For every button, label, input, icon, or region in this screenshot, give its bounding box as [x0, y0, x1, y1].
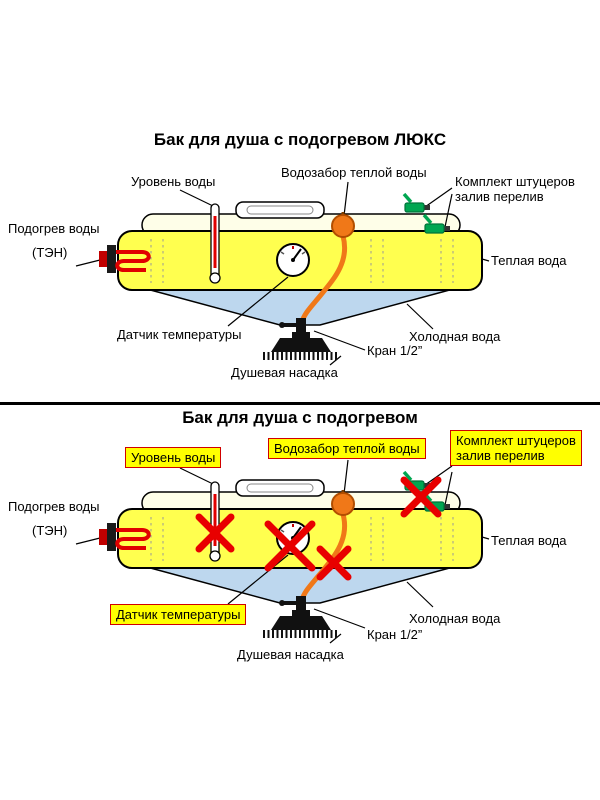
label-warm-water-intake-highlighted: Водозабор теплой воды [268, 438, 426, 459]
label-tap: Кран 1/2” [367, 343, 423, 358]
label-water-heating: Подогрев воды [8, 499, 100, 514]
label-fittings-kit: Комплект штуцеров залив перелив [455, 174, 575, 204]
label-cold-water: Холодная вода [409, 611, 501, 626]
label-shower-head: Душевая насадка [237, 647, 344, 662]
panel-title: Бак для душа с подогревом ЛЮКС [153, 130, 447, 149]
label-cold-water: Холодная вода [409, 329, 501, 344]
label-temperature-sensor: Датчик температуры [117, 327, 242, 342]
diagram-panel-basic: Бак для душа с подогревом Уровень воды В… [0, 406, 600, 698]
label-fittings-line2: залив перелив [455, 189, 544, 204]
panel-title: Бак для душа с подогревом [182, 408, 418, 427]
label-water-level: Уровень воды [131, 174, 216, 189]
label-tap: Кран 1/2” [367, 627, 423, 642]
label-fittings-line1: Комплект штуцеров [456, 433, 576, 448]
label-water-heating: Подогрев воды [8, 221, 100, 236]
label-fittings-line1: Комплект штуцеров [455, 174, 575, 189]
label-heating-element: (ТЭН) [32, 523, 68, 538]
diagram-panel-lux: Бак для душа с подогревом ЛЮКС Уровень в… [0, 128, 600, 402]
label-warm-water-intake: Водозабор теплой воды [281, 165, 427, 180]
missing-feature-crosses [195, 476, 442, 581]
label-warm-water: Теплая вода [491, 253, 567, 268]
section-divider [0, 402, 600, 405]
label-temperature-sensor-highlighted: Датчик температуры [110, 604, 247, 625]
label-shower-head: Душевая насадка [231, 365, 338, 380]
tank-diagram [0, 406, 600, 676]
label-warm-water: Теплая вода [491, 533, 567, 548]
label-water-level-highlighted: Уровень воды [125, 447, 222, 468]
label-fittings-line2: залив перелив [456, 448, 545, 463]
label-heating-element: (ТЭН) [32, 245, 68, 260]
label-fittings-kit-highlighted: Комплект штуцеров залив перелив [450, 430, 582, 466]
